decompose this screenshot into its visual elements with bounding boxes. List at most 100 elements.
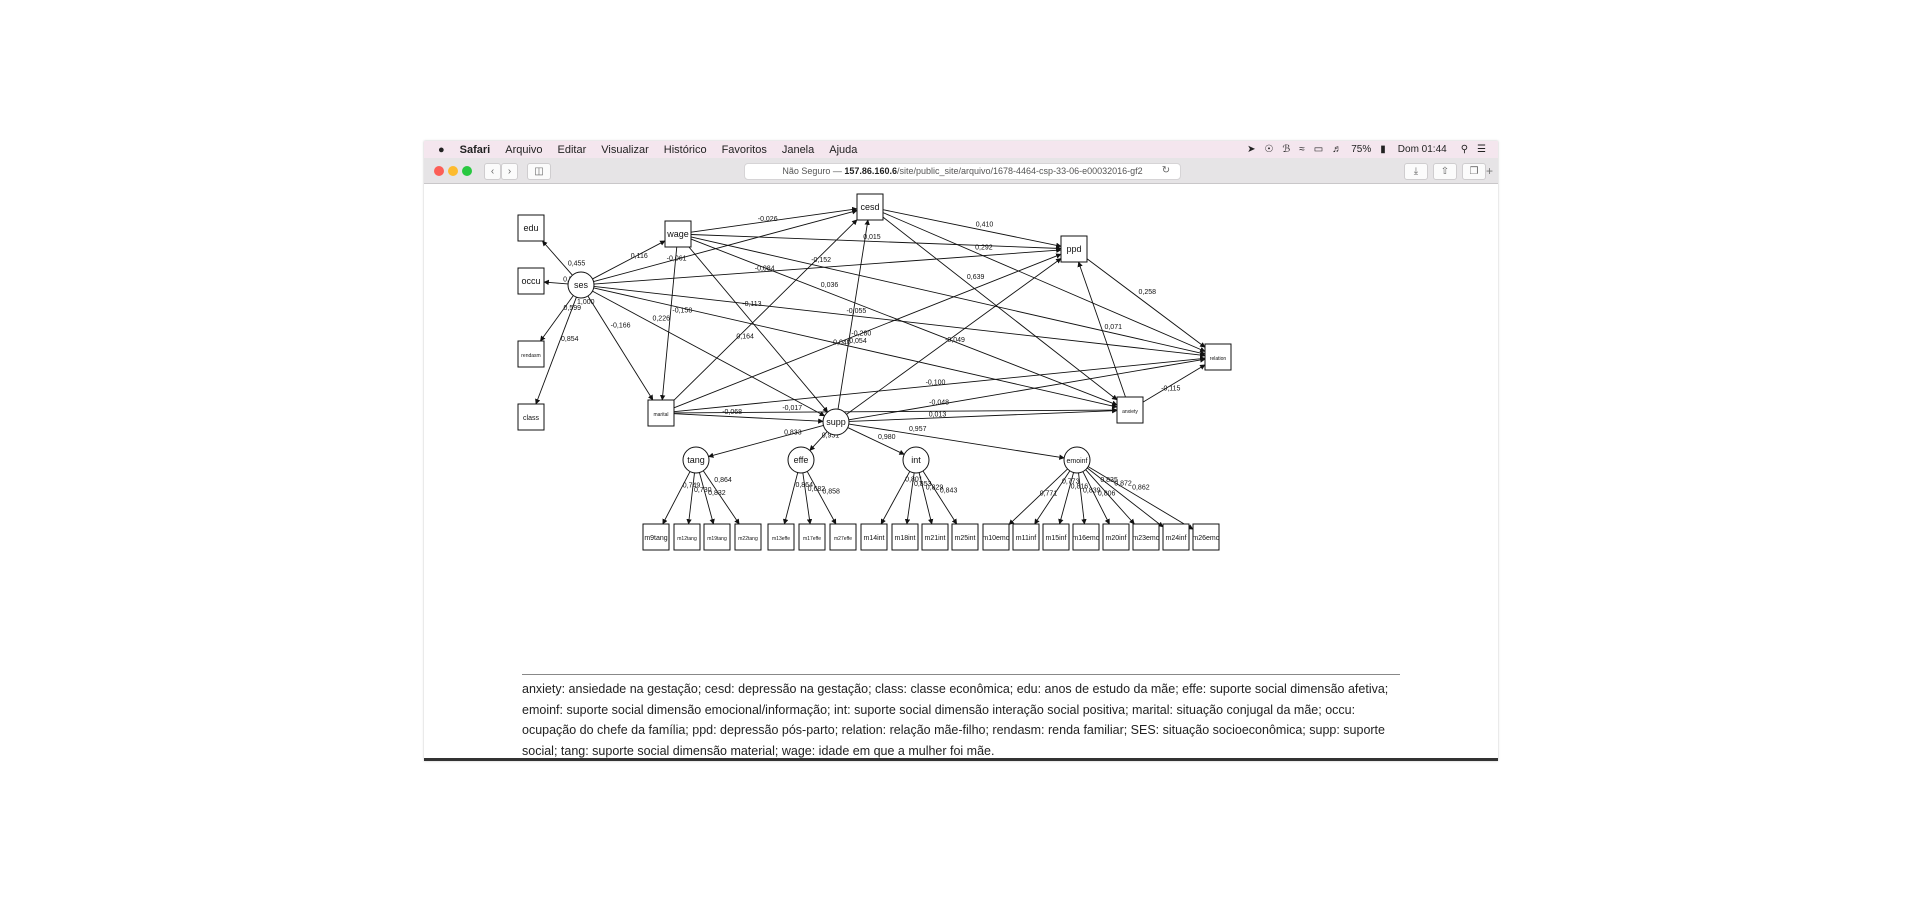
edge-emoinf-m10emo (1008, 468, 1068, 526)
edge-marital-cesd (673, 219, 858, 401)
edge-label-emoinf-m26emo: 0,862 (1132, 485, 1150, 492)
edge-label-wage-anxiety: 0,036 (821, 282, 839, 289)
edge-label-emoinf-m15inf: 0,816 (1071, 484, 1089, 491)
edge-label-wage-relation: -0,152 (811, 257, 831, 264)
edge-wage-marital (660, 246, 678, 401)
edge-label-ses-class: 0,854 (561, 336, 579, 343)
back-button[interactable]: ‹ (484, 163, 501, 180)
menu-favoritos[interactable]: Favoritos (721, 143, 767, 156)
edge-label-int-m25int: 0,843 (940, 487, 958, 494)
edge-ses-rendasm (540, 295, 574, 342)
edge-ses-occu (543, 279, 569, 286)
node-tang: tang (682, 446, 710, 474)
edge-label-supp-int: 0,980 (878, 434, 896, 441)
wifi-icon[interactable]: ≈ (1299, 144, 1305, 155)
edge-label-cesd-anxiety: 0,639 (967, 274, 985, 281)
edge-label-int-m14int: 0,801 (905, 477, 923, 484)
volume-icon[interactable]: ♬ (1332, 144, 1343, 155)
node-label-rendasm: rendasm (521, 353, 540, 359)
node-shape-m19tang (703, 523, 731, 551)
edge-int-m25int (922, 470, 958, 525)
sidebar-toggle-icon[interactable]: ◫ (527, 163, 551, 180)
close-window-button[interactable] (434, 166, 444, 176)
node-shape-m21int (921, 523, 949, 551)
edge-label-supp-effe: 0,951 (822, 433, 840, 440)
edge-label-effe-m13effe: 0,864 (795, 482, 813, 489)
node-shape-m17effe (798, 523, 826, 551)
minimize-window-button[interactable] (448, 166, 458, 176)
edge-label-cesd-relation: 0,292 (975, 244, 993, 251)
edge-ses-class (535, 296, 577, 405)
edge-int-m14int (880, 471, 911, 525)
location-icon[interactable]: ➤ (1247, 144, 1256, 155)
new-tab-icon[interactable]: + (1486, 164, 1494, 178)
menu-app-name[interactable]: Safari (459, 143, 491, 156)
node-label-anxiety: anxiety (1122, 409, 1138, 415)
node-label-m21int: m21int (924, 535, 945, 542)
node-m20inf: m20inf (1102, 523, 1130, 551)
node-m27effe: m27effe (829, 523, 857, 551)
edge-label-int-m21int: 0,829 (926, 485, 944, 492)
menu-janela[interactable]: Janela (781, 143, 815, 156)
edge-tang-m9tang (662, 471, 691, 525)
node-shape-m25int (951, 523, 979, 551)
spotlight-search-icon[interactable]: ⚲ (1460, 144, 1469, 155)
edge-emoinf-m26emo (1087, 466, 1194, 530)
nodes-layer: eduoccurendasmclassseswagemaritalcesdppd… (517, 193, 1232, 551)
node-m25int: m25int (951, 523, 979, 551)
zoom-window-button[interactable] (462, 166, 472, 176)
node-occu: occu (517, 267, 545, 295)
node-m11inf: m11inf (1012, 523, 1040, 551)
node-shape-edu (517, 214, 545, 242)
node-label-m13effe: m13effe (772, 536, 790, 542)
forward-button[interactable]: › (501, 163, 518, 180)
edge-ses-wage (592, 240, 666, 280)
node-shape-m23emo (1132, 523, 1160, 551)
tabs-overview-icon[interactable]: ❐ (1462, 163, 1486, 180)
edge-label-emoinf-m11inf: 0,773 (1062, 479, 1080, 486)
edge-tang-m22tang (702, 470, 740, 525)
edge-effe-m17effe (802, 472, 813, 525)
edge-label-tang-m19tang: 0,832 (708, 490, 726, 497)
edge-label-ses-anxiety: -0,054 (847, 338, 867, 345)
edge-label-ses-wage: 0,116 (631, 253, 648, 260)
clock[interactable]: Dom 01:44 (1397, 144, 1447, 155)
node-label-supp: supp (826, 417, 846, 427)
downloads-icon[interactable]: ⤓ (1404, 163, 1428, 180)
node-label-tang: tang (687, 455, 705, 465)
node-relation: relation (1204, 343, 1232, 371)
edge-wage-relation (690, 236, 1206, 356)
edge-label-wage-cesd: -0,026 (758, 216, 778, 223)
node-shape-m15inf (1042, 523, 1070, 551)
edge-label-cesd-ppd: 0,410 (976, 221, 994, 228)
airplay-icon[interactable]: ▭ (1313, 144, 1324, 155)
edge-label-supp-anxiety: 0,013 (929, 411, 947, 418)
reload-icon[interactable]: ↻ (1161, 165, 1171, 176)
edge-label-ppd-relation: 0,258 (1139, 289, 1157, 296)
share-icon[interactable]: ⇧ (1433, 163, 1457, 180)
apple-menu-icon[interactable]: ● (438, 143, 445, 156)
edge-label-marital-ppd: -0,040 (831, 339, 851, 346)
url-host: 157.86.160.6 (844, 166, 897, 176)
bluetooth-icon[interactable]: ℬ (1282, 144, 1291, 155)
menu-visualizar[interactable]: Visualizar (601, 143, 649, 156)
node-label-m17effe: m17effe (803, 536, 821, 542)
menu-arquivo[interactable]: Arquivo (505, 143, 543, 156)
battery-icon[interactable]: ▮ (1380, 144, 1386, 155)
notification-center-icon[interactable]: ☰ (1477, 144, 1486, 155)
address-bar[interactable]: Não Seguro — 157.86.160.6/site/public_si… (744, 163, 1181, 180)
node-shape-m26emo (1192, 523, 1220, 551)
node-label-m19tang: m19tang (707, 536, 727, 542)
menu-editar[interactable]: Editar (557, 143, 587, 156)
node-label-edu: edu (523, 223, 538, 233)
edge-cesd-anxiety (882, 216, 1118, 401)
menu-ajuda[interactable]: Ajuda (829, 143, 858, 156)
node-anxiety: anxiety (1116, 396, 1144, 424)
edge-label-anxiety-relation: -0,115 (1161, 385, 1180, 392)
edge-tang-m19tang (698, 472, 715, 525)
menu-historico[interactable]: Histórico (663, 143, 707, 156)
accessibility-icon[interactable]: ☉ (1264, 144, 1274, 155)
edge-label-ses-supp: 0,226 (652, 315, 670, 322)
node-label-cesd: cesd (860, 202, 879, 212)
node-cesd: cesd (856, 193, 884, 221)
